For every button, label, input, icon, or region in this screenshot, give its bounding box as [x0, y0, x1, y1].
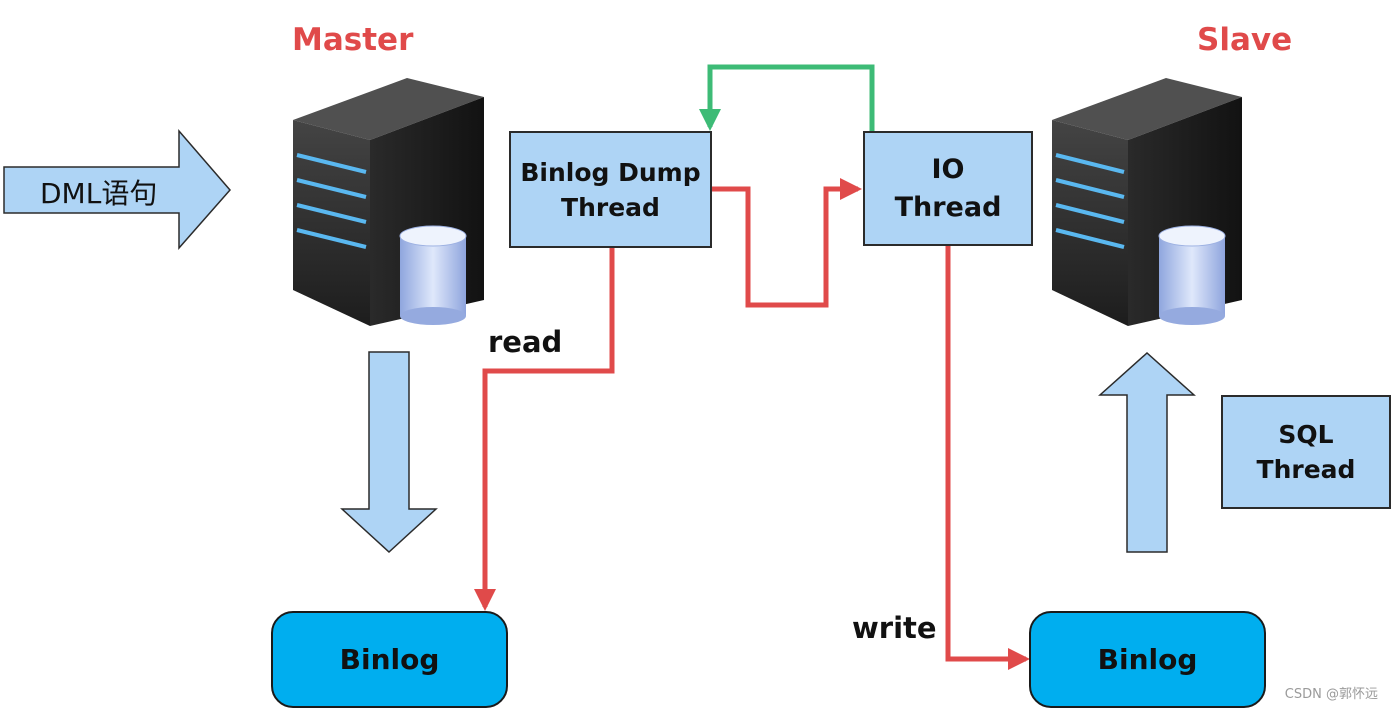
dml-arrow: [3, 128, 231, 250]
write-connector: [945, 246, 1030, 670]
slave-up-arrow: [1098, 351, 1196, 553]
dump-to-io-connector: [711, 178, 862, 308]
read-label: read: [488, 325, 563, 359]
io-thread-box: IO Thread: [863, 131, 1033, 246]
sql-thread-line1: SQL: [1278, 420, 1334, 449]
sql-thread-line2: Thread: [1256, 455, 1356, 484]
slave-server-icon: [1052, 78, 1242, 326]
watermark: CSDN @郭怀远: [1284, 687, 1378, 702]
master-down-arrow: [340, 351, 438, 554]
io-thread-line1: IO: [931, 153, 965, 185]
binlog-dump-thread-line1: Binlog Dump: [520, 157, 701, 187]
slave-title: Slave: [1197, 22, 1293, 58]
master-binlog-box: Binlog: [271, 611, 508, 708]
io-thread-line2: Thread: [894, 191, 1002, 223]
binlog-dump-thread-box: Binlog Dump Thread: [509, 131, 712, 248]
slave-binlog-box: Binlog: [1029, 611, 1266, 708]
read-connector: [474, 248, 615, 611]
master-title: Master: [292, 22, 414, 58]
master-server-icon: [293, 78, 484, 326]
sql-thread-box: SQL Thread: [1221, 395, 1391, 509]
io-to-dump-connector: [699, 64, 875, 131]
write-label: write: [852, 611, 937, 645]
dml-label: DML语句: [40, 177, 158, 210]
binlog-dump-thread-line2: Thread: [561, 192, 660, 222]
